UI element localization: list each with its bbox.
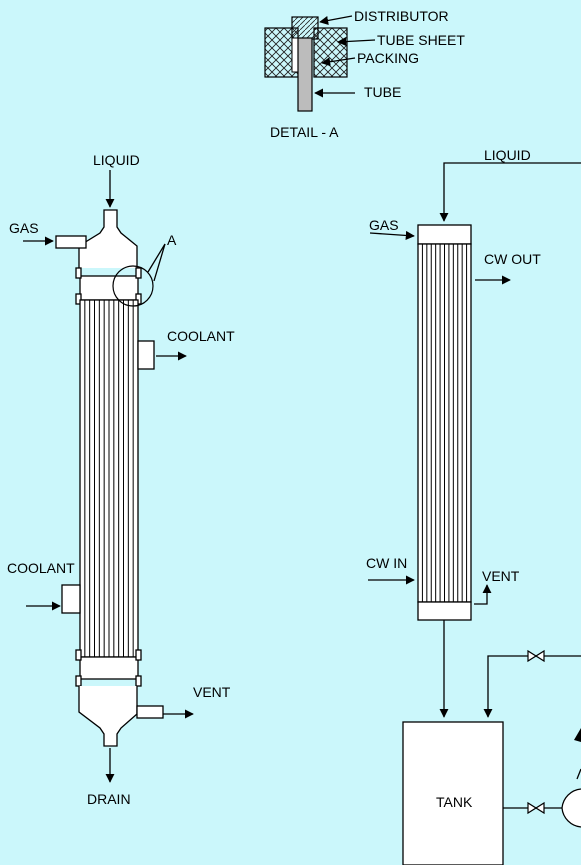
drain-label: DRAIN xyxy=(87,791,131,807)
packing-label: PACKING xyxy=(357,50,419,66)
distributor-label: DISTRIBUTOR xyxy=(354,8,449,24)
detail-a-marker: A xyxy=(167,232,177,248)
gas-label-right: GAS xyxy=(369,217,399,233)
detail-title: DETAIL - A xyxy=(270,124,339,140)
tube-sheet-right xyxy=(313,27,348,78)
liquid-label-right: LIQUID xyxy=(484,147,531,163)
right-absorber: LIQUID GAS CW OUT CW IN VENT TANK xyxy=(366,147,581,865)
tank-label: TANK xyxy=(436,794,473,810)
top-head xyxy=(78,209,138,268)
tube-sheet-label: TUBE SHEET xyxy=(377,32,465,48)
cw-out-label: CW OUT xyxy=(484,251,541,267)
tube-lines xyxy=(84,300,134,657)
detail-a: DISTRIBUTOR TUBE SHEET PACKING TUBE DETA… xyxy=(264,8,465,140)
valve-top xyxy=(527,649,545,663)
left-absorber: LIQUID GAS A COOLANT COOLANT VENT DRAIN xyxy=(7,152,235,807)
bottom-header-box xyxy=(417,601,472,621)
vent-label-right: VENT xyxy=(482,568,520,584)
cw-in-label: CW IN xyxy=(366,555,407,571)
coolant-out-label: COOLANT xyxy=(167,328,235,344)
bottom-flange xyxy=(79,656,139,680)
tube-lines-right xyxy=(421,244,468,602)
tank xyxy=(402,721,504,865)
top-header-box xyxy=(417,224,472,245)
tube-detail xyxy=(297,37,313,112)
valve-bottom xyxy=(527,801,545,815)
coolant-in-nozzle xyxy=(61,584,81,614)
gas-label: GAS xyxy=(9,220,39,236)
tube-label: TUBE xyxy=(364,84,401,100)
liquid-label: LIQUID xyxy=(93,152,140,168)
distributor-cap xyxy=(291,16,319,40)
vent-nozzle xyxy=(136,705,164,719)
gas-inlet-nozzle xyxy=(55,235,87,249)
coolant-out-nozzle xyxy=(137,340,155,370)
vent-label: VENT xyxy=(193,684,231,700)
coolant-in-label: COOLANT xyxy=(7,560,75,576)
pump-casing xyxy=(561,788,581,828)
detail-circle xyxy=(112,265,154,307)
top-flange xyxy=(79,275,139,301)
bottom-head xyxy=(78,686,138,747)
